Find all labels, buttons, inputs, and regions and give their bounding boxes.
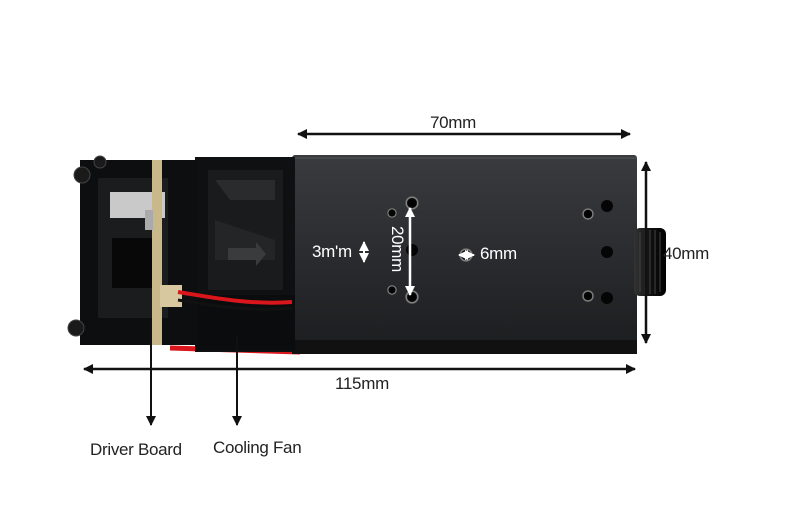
hole-small-left-b	[387, 285, 397, 295]
cooling-fan-body	[195, 157, 295, 352]
hole-right-small-bottom	[582, 290, 594, 302]
hole-small-left	[387, 208, 397, 218]
driver-board-label: Driver Board	[90, 440, 182, 459]
length-dimension-label: 115mm	[335, 374, 389, 393]
small-hole-label: 3m'm	[312, 242, 352, 261]
hole-right-bottom	[601, 292, 613, 304]
hole-right-mid	[601, 246, 613, 258]
hole-left-top	[405, 196, 419, 210]
width-dimension-label: 70mm	[430, 113, 477, 132]
hole-left-mid	[406, 244, 418, 256]
cooling-fan-label: Cooling Fan	[213, 438, 302, 457]
hole-left-bottom	[405, 290, 419, 304]
focus-knob	[634, 228, 666, 296]
airflow-arrow-icon	[228, 242, 266, 266]
corner-screws	[67, 155, 107, 337]
red-wire-top	[177, 290, 293, 305]
driver-board-body	[80, 160, 198, 345]
hole-spacing-label: 20mm	[388, 226, 407, 273]
hole-right-small-top	[582, 208, 594, 220]
hole-right-top	[601, 200, 613, 212]
height-dimension-label: 40mm	[663, 244, 710, 263]
black-wire	[177, 298, 293, 311]
center-hole-label: 6mm	[480, 244, 517, 263]
